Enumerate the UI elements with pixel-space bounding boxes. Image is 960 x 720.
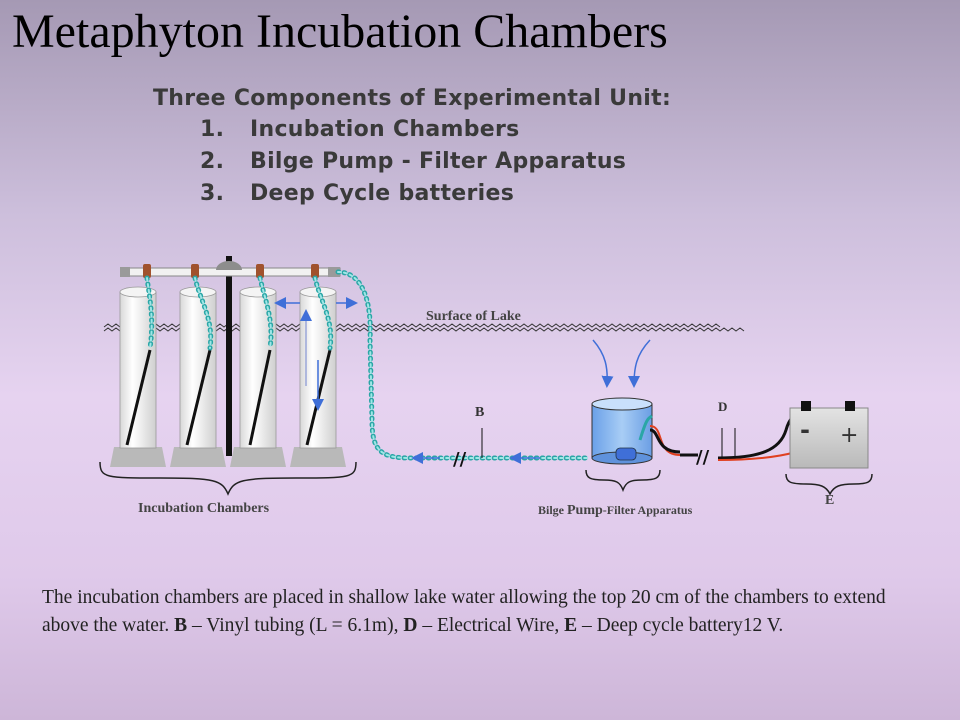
support-pole <box>226 256 232 456</box>
label-e: E <box>825 493 834 508</box>
bilge-brace <box>585 469 661 493</box>
bilge-pump-filter-apparatus <box>591 397 653 465</box>
battery-terminal-positive <box>845 401 855 411</box>
components-heading: Three Components of Experimental Unit: <box>153 86 672 111</box>
valve <box>256 264 264 278</box>
chamber-base <box>290 447 346 467</box>
battery-brace <box>785 473 873 496</box>
vinyl-tubing <box>144 269 635 461</box>
label-b: B <box>475 405 484 420</box>
battery-plus-sign: + <box>840 423 858 448</box>
valve <box>311 264 319 278</box>
surface-of-lake-label: Surface of Lake <box>426 309 521 324</box>
battery-terminal-negative <box>801 401 811 411</box>
components-list: 1.Incubation Chambers 2.Bilge Pump - Fil… <box>200 117 626 213</box>
component-item: 2.Bilge Pump - Filter Apparatus <box>200 149 627 174</box>
wire-break-symbol: // <box>696 447 710 468</box>
incubation-brace <box>99 461 357 496</box>
valve <box>143 264 151 278</box>
bilge-pump <box>615 447 637 461</box>
tubing-break-symbol: // <box>453 449 467 470</box>
chamber-base <box>230 447 286 467</box>
chamber-cylinder <box>179 286 217 449</box>
deep-cycle-battery: - + <box>789 401 869 469</box>
wire-black-segment <box>649 428 681 454</box>
incubation-chambers-label: Incubation Chambers <box>138 501 270 516</box>
bilge-pump-filter-label: Bilge Pump-Filter Apparatus <box>538 503 693 518</box>
component-item: 1.Incubation Chambers <box>200 117 520 142</box>
slide-title: Metaphyton Incubation Chambers <box>12 5 668 58</box>
diagram-caption: The incubation chambers are placed in sh… <box>42 587 886 636</box>
flow-arrows <box>274 297 651 464</box>
battery-minus-sign: - <box>800 416 810 444</box>
chamber-base <box>110 447 166 467</box>
valve <box>191 264 199 278</box>
manifold-junction <box>216 261 242 270</box>
chamber-base <box>170 447 226 467</box>
incubation-chambers <box>110 256 346 467</box>
component-item: 3.Deep Cycle batteries <box>200 181 515 206</box>
label-d: D <box>718 399 727 414</box>
